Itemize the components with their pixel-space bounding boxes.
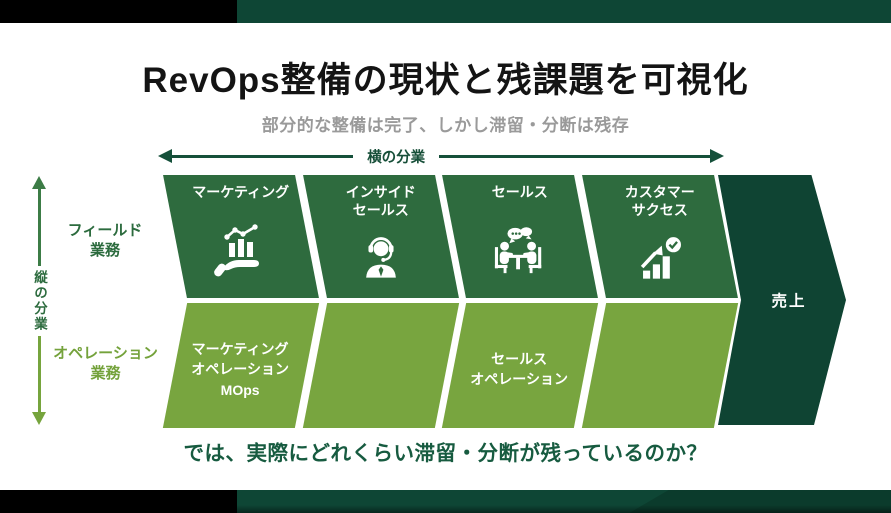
cell-label: マーケティング	[192, 184, 290, 200]
cell-label: マーケティング オペレーション MOps	[191, 341, 289, 398]
row-header-field: フィールド 業務	[67, 222, 143, 260]
vertical-axis-label: 縦の分業	[32, 269, 47, 332]
arrow-left-icon	[158, 149, 172, 163]
cell-empty-inside-sales-ops	[302, 303, 459, 428]
cell-sales: セールス	[442, 175, 598, 298]
bottom-bar-green	[237, 490, 891, 513]
hand-chart-icon	[212, 201, 270, 298]
cell-label: セールス オペレーション	[470, 351, 568, 388]
horizontal-axis-label: 横の分業	[367, 149, 426, 166]
cell-inside-sales: インサイド セールス	[302, 175, 458, 298]
arrow-line	[37, 189, 41, 266]
growth-check-icon	[632, 219, 686, 298]
headset-agent-icon	[353, 219, 407, 298]
top-bar-green	[237, 0, 891, 23]
arrow-down-icon	[32, 412, 46, 425]
cell-label: インサイド セールス	[345, 184, 416, 219]
cell-empty-customer-success-ops	[581, 303, 738, 428]
cell-customer-success: カスタマー サクセス	[581, 175, 737, 298]
cell-marketing: マーケティング	[163, 175, 319, 298]
meeting-icon	[491, 201, 549, 298]
row-header-operations: オペレーション 業務	[53, 345, 158, 383]
bottom-bar-diagonal	[629, 490, 891, 513]
arrow-line	[439, 154, 710, 158]
page-title: RevOps整備の現状と残課題を可視化	[142, 61, 749, 100]
cell-label: セールス	[491, 184, 548, 200]
vertical-axis-arrow: 縦の分業	[29, 176, 49, 425]
cell-label: カスタマー サクセス	[624, 184, 695, 219]
arrow-up-icon	[32, 176, 46, 189]
cell-marketing-operations: マーケティング オペレーション MOps	[162, 303, 319, 428]
horizontal-axis-arrow: 横の分業	[158, 147, 724, 166]
arrow-line	[37, 335, 41, 412]
top-bar-black	[0, 0, 237, 23]
bottom-bar-black	[0, 490, 237, 513]
page-subtitle: 部分的な整備は完了、しかし滞留・分断は残存	[261, 116, 630, 135]
revenue-chevron: 売上	[718, 175, 846, 425]
revenue-label: 売上	[771, 293, 807, 310]
closing-question: では、実際にどれくらい滞留・分断が残っているのか？	[183, 442, 708, 465]
bottom-shade	[0, 505, 891, 513]
cell-sales-operations: セールス オペレーション	[441, 303, 598, 428]
field-row: マーケティング	[163, 175, 737, 298]
operations-row: マーケティング オペレーション MOps セールス オペレーション	[162, 303, 738, 428]
arrow-line	[172, 154, 354, 158]
arrow-right-icon	[710, 149, 724, 163]
